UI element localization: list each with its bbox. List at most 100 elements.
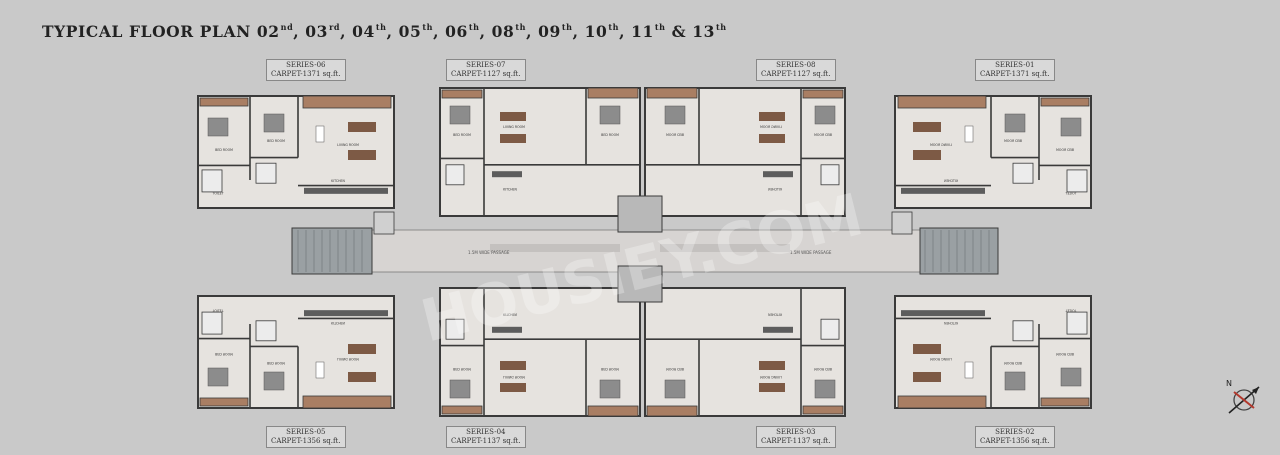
floor-number: 02: [256, 22, 280, 41]
series-name: SERIES-04: [466, 428, 506, 436]
balcony: [1040, 97, 1090, 107]
bed: [814, 105, 836, 125]
sofa: [348, 122, 376, 132]
staircase: [919, 227, 999, 275]
floor-separator: ,: [619, 22, 632, 41]
sofa: [348, 372, 376, 382]
room-label: LIVING ROOM: [760, 375, 782, 379]
kitchen-counter: [304, 187, 388, 194]
bed: [263, 113, 285, 133]
bed: [1060, 117, 1082, 137]
room-label: TOILET: [211, 192, 223, 196]
lift-core: [617, 195, 663, 233]
floor-suffix: th: [608, 22, 620, 32]
toilet: [445, 164, 465, 186]
sofa: [913, 372, 941, 382]
kitchen-counter: [304, 310, 388, 317]
room-label: BED ROOM: [601, 133, 619, 137]
room-label: BED ROOM: [814, 133, 832, 137]
balcony: [587, 87, 639, 99]
series-name: SERIES-07: [466, 61, 506, 69]
balcony: [802, 405, 844, 415]
passage-band: [490, 244, 620, 252]
balcony: [302, 395, 392, 409]
bed: [664, 105, 686, 125]
balcony: [441, 405, 483, 415]
floor-number: 09: [538, 22, 561, 41]
room-label: BED ROOM: [1056, 148, 1074, 152]
floor-number: 04: [352, 22, 375, 41]
balcony: [802, 89, 844, 99]
carpet-area: CARPET-1137 sq.ft.: [761, 437, 831, 445]
kitchen-counter: [492, 326, 522, 333]
balcony: [199, 397, 249, 407]
sofa: [500, 112, 526, 121]
passage-label-right: 1.5M WIDE PASSAGE: [790, 250, 832, 255]
title-prefix: TYPICAL FLOOR PLAN: [42, 22, 257, 41]
series-name: SERIES-08: [776, 61, 816, 69]
sofa: [913, 122, 941, 132]
series-name: SERIES-03: [776, 428, 816, 436]
balcony: [587, 405, 639, 417]
passage-band: [660, 244, 790, 252]
balcony: [897, 395, 987, 409]
room-label: LIVING ROOM: [503, 125, 525, 129]
room-label: TOILET: [1065, 192, 1077, 196]
room-label: KITCHEN: [943, 321, 957, 325]
room-label: BED ROOM: [814, 367, 832, 371]
floor-number: 13: [692, 22, 715, 41]
room-label: BED ROOM: [215, 148, 233, 152]
dining-table: [964, 125, 974, 143]
passage-label-left: 1.5M WIDE PASSAGE: [468, 250, 510, 255]
balcony: [441, 89, 483, 99]
toilet: [255, 320, 277, 342]
balcony: [646, 405, 698, 417]
room-label: KITCHEN: [331, 321, 345, 325]
carpet-area: CARPET-1137 sq.ft.: [451, 437, 521, 445]
floor-suffix: nd: [280, 22, 294, 32]
kitchen-counter: [901, 187, 985, 194]
dining-table: [315, 361, 325, 379]
room-label: BED ROOM: [666, 133, 684, 137]
kitchen-counter: [763, 171, 793, 178]
floor-separator: &: [665, 22, 693, 41]
kitchen-counter: [492, 171, 522, 178]
room-label: KITCHEN: [767, 187, 781, 191]
floor-suffix: th: [468, 22, 480, 32]
bed: [814, 379, 836, 399]
balcony: [646, 87, 698, 99]
floor-list: 02nd, 03rd, 04th, 05th, 06th, 08th, 09th…: [257, 22, 727, 41]
sofa: [759, 383, 785, 392]
sofa: [500, 383, 526, 392]
bed: [1060, 367, 1082, 387]
central-core: [291, 195, 999, 303]
floor-suffix: th: [422, 22, 434, 32]
kitchen-counter: [763, 326, 793, 333]
room-label: BED ROOM: [267, 361, 285, 365]
toilet: [255, 162, 277, 184]
room-label: LIVING ROOM: [337, 143, 359, 147]
sofa: [348, 344, 376, 354]
bed: [207, 117, 229, 137]
sofa: [913, 150, 941, 160]
floor-separator: ,: [572, 22, 585, 41]
floor-number: 06: [445, 22, 468, 41]
room-label: KITCHEN: [331, 179, 345, 183]
toilet: [1012, 162, 1034, 184]
floor-number: 08: [491, 22, 515, 41]
series-name: SERIES-01: [995, 61, 1035, 69]
floor-suffix: th: [375, 22, 387, 32]
floor-suffix: rd: [329, 22, 341, 32]
